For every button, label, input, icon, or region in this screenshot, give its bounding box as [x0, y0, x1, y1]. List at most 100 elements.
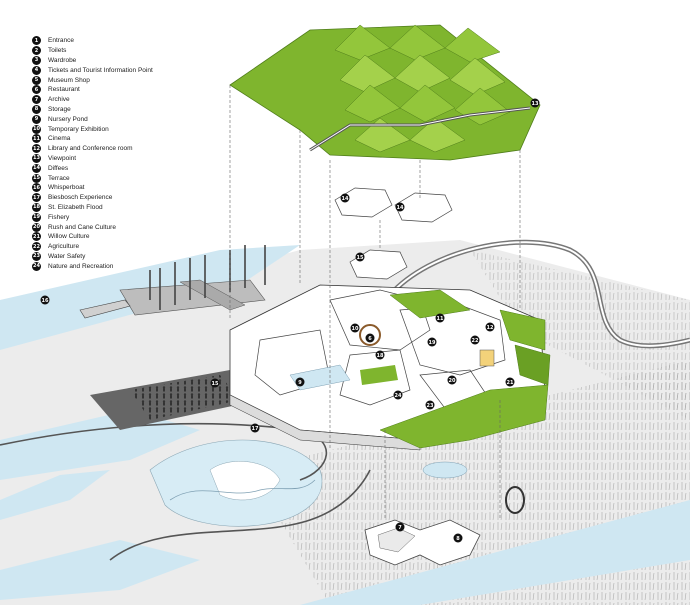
marker-number: 10 — [352, 326, 359, 332]
creek-lines — [169, 479, 316, 501]
marker-dot — [210, 378, 220, 388]
map-marker: 24 — [393, 390, 403, 400]
marker-number: 20 — [449, 378, 456, 384]
marker-number: 6 — [368, 336, 372, 342]
map-marker: 16 — [40, 295, 50, 305]
marker-dot — [340, 193, 350, 203]
legend-item: 9 Nursery Pond — [32, 114, 153, 124]
wetland-islands — [209, 461, 281, 501]
legend-label: Agriculture — [48, 243, 80, 251]
legend-number-badge: 19 — [32, 212, 41, 222]
marker-number: 24 — [395, 393, 402, 399]
pier-arm — [179, 279, 246, 311]
legend-label: Terrace — [48, 174, 70, 182]
marker-number: 23 — [427, 403, 434, 409]
legend-number-badge: 2 — [32, 46, 41, 56]
base-roof-slabs — [379, 289, 551, 449]
map-marker: 23 — [425, 400, 435, 410]
legend-label: Willow Culture — [48, 233, 90, 241]
legend-number-badge: 4 — [32, 65, 41, 75]
map-marker: 10 — [350, 323, 360, 333]
legend-item: 4 Tickets and Tourist Information Point — [32, 65, 153, 75]
legend-item: 3 Wardrobe — [32, 55, 153, 66]
legend-label: Viewpoint — [48, 154, 77, 162]
map-marker: 13 — [530, 98, 540, 108]
legend-label: Fishery — [48, 213, 70, 221]
legend-label: Storage — [48, 105, 71, 113]
reed-field-upper — [470, 250, 690, 420]
legend-number-badge: 15 — [32, 173, 41, 183]
marker-dot — [350, 323, 360, 333]
legend-label: Nursery Pond — [48, 115, 88, 123]
marker-dot — [530, 98, 540, 108]
legend-number-badge: 3 — [32, 55, 41, 65]
marker-dot — [40, 295, 50, 305]
restaurant-round-table — [359, 324, 381, 346]
legend-label: Diffees — [48, 164, 69, 172]
marker-number: 13 — [532, 101, 539, 107]
legend-number-badge: 13 — [32, 153, 41, 163]
pier-deck — [119, 279, 266, 316]
legend-number-badge: 7 — [32, 95, 41, 105]
marker-number: 18 — [377, 353, 384, 359]
legend-label: Wardrobe — [48, 56, 77, 64]
marker-dot — [505, 377, 515, 387]
legend-label: Cinema — [48, 135, 71, 143]
legend-item: 1 Entrance — [32, 36, 153, 46]
legend-item: 13 Viewpoint — [32, 153, 153, 164]
legend-number-badge: 24 — [32, 261, 41, 271]
marker-number: 22 — [472, 338, 479, 344]
map-marker: 20 — [447, 375, 457, 385]
legend-number-badge: 22 — [32, 242, 41, 252]
map-marker: 14 — [340, 193, 350, 203]
map-marker: 19 — [427, 337, 437, 347]
marker-number: 21 — [507, 380, 514, 386]
marker-dot — [375, 350, 385, 360]
map-marker: 17 — [250, 423, 260, 433]
marker-number: 8 — [456, 536, 460, 542]
legend-label: Entrance — [48, 37, 75, 45]
legend-number-badge: 17 — [32, 193, 41, 203]
projection-lines — [229, 85, 521, 520]
marker-dot — [395, 202, 405, 212]
legend-item: 19 Fishery — [32, 212, 153, 222]
legend-label: St. Elizabeth Flood — [48, 203, 103, 211]
legend-number-badge: 9 — [32, 114, 41, 124]
map-marker: 12 — [485, 322, 495, 332]
map-marker: 15 — [210, 378, 220, 388]
map-marker: 9 — [295, 377, 305, 387]
marker-number: 14 — [397, 205, 404, 211]
marker-dot — [485, 322, 495, 332]
marker-dot — [425, 400, 435, 410]
marker-number: 12 — [487, 325, 494, 331]
legend-number-badge: 5 — [32, 75, 41, 85]
marker-dot — [447, 375, 457, 385]
map-marker: 21 — [505, 377, 515, 387]
legend-number-badge: 10 — [32, 124, 41, 134]
legend-number-badge: 1 — [32, 36, 41, 46]
winding-path — [0, 422, 328, 481]
green-court — [360, 365, 398, 385]
elevated-walkway-edge — [389, 241, 690, 347]
marker-number: 9 — [298, 380, 302, 386]
marker-dot — [453, 533, 463, 543]
legend-label: Whisperboat — [48, 184, 85, 192]
marker-dot — [355, 252, 365, 262]
marker-number: 15 — [357, 255, 364, 261]
marker-number: 7 — [398, 525, 402, 531]
map-marker: 14 — [395, 202, 405, 212]
river-main — [0, 410, 200, 480]
winding-path-lower — [109, 469, 371, 561]
legend-label: Tickets and Tourist Information Point — [48, 66, 153, 74]
basement-inner — [377, 527, 416, 553]
legend-label: Rush and Cane Culture — [48, 223, 116, 231]
